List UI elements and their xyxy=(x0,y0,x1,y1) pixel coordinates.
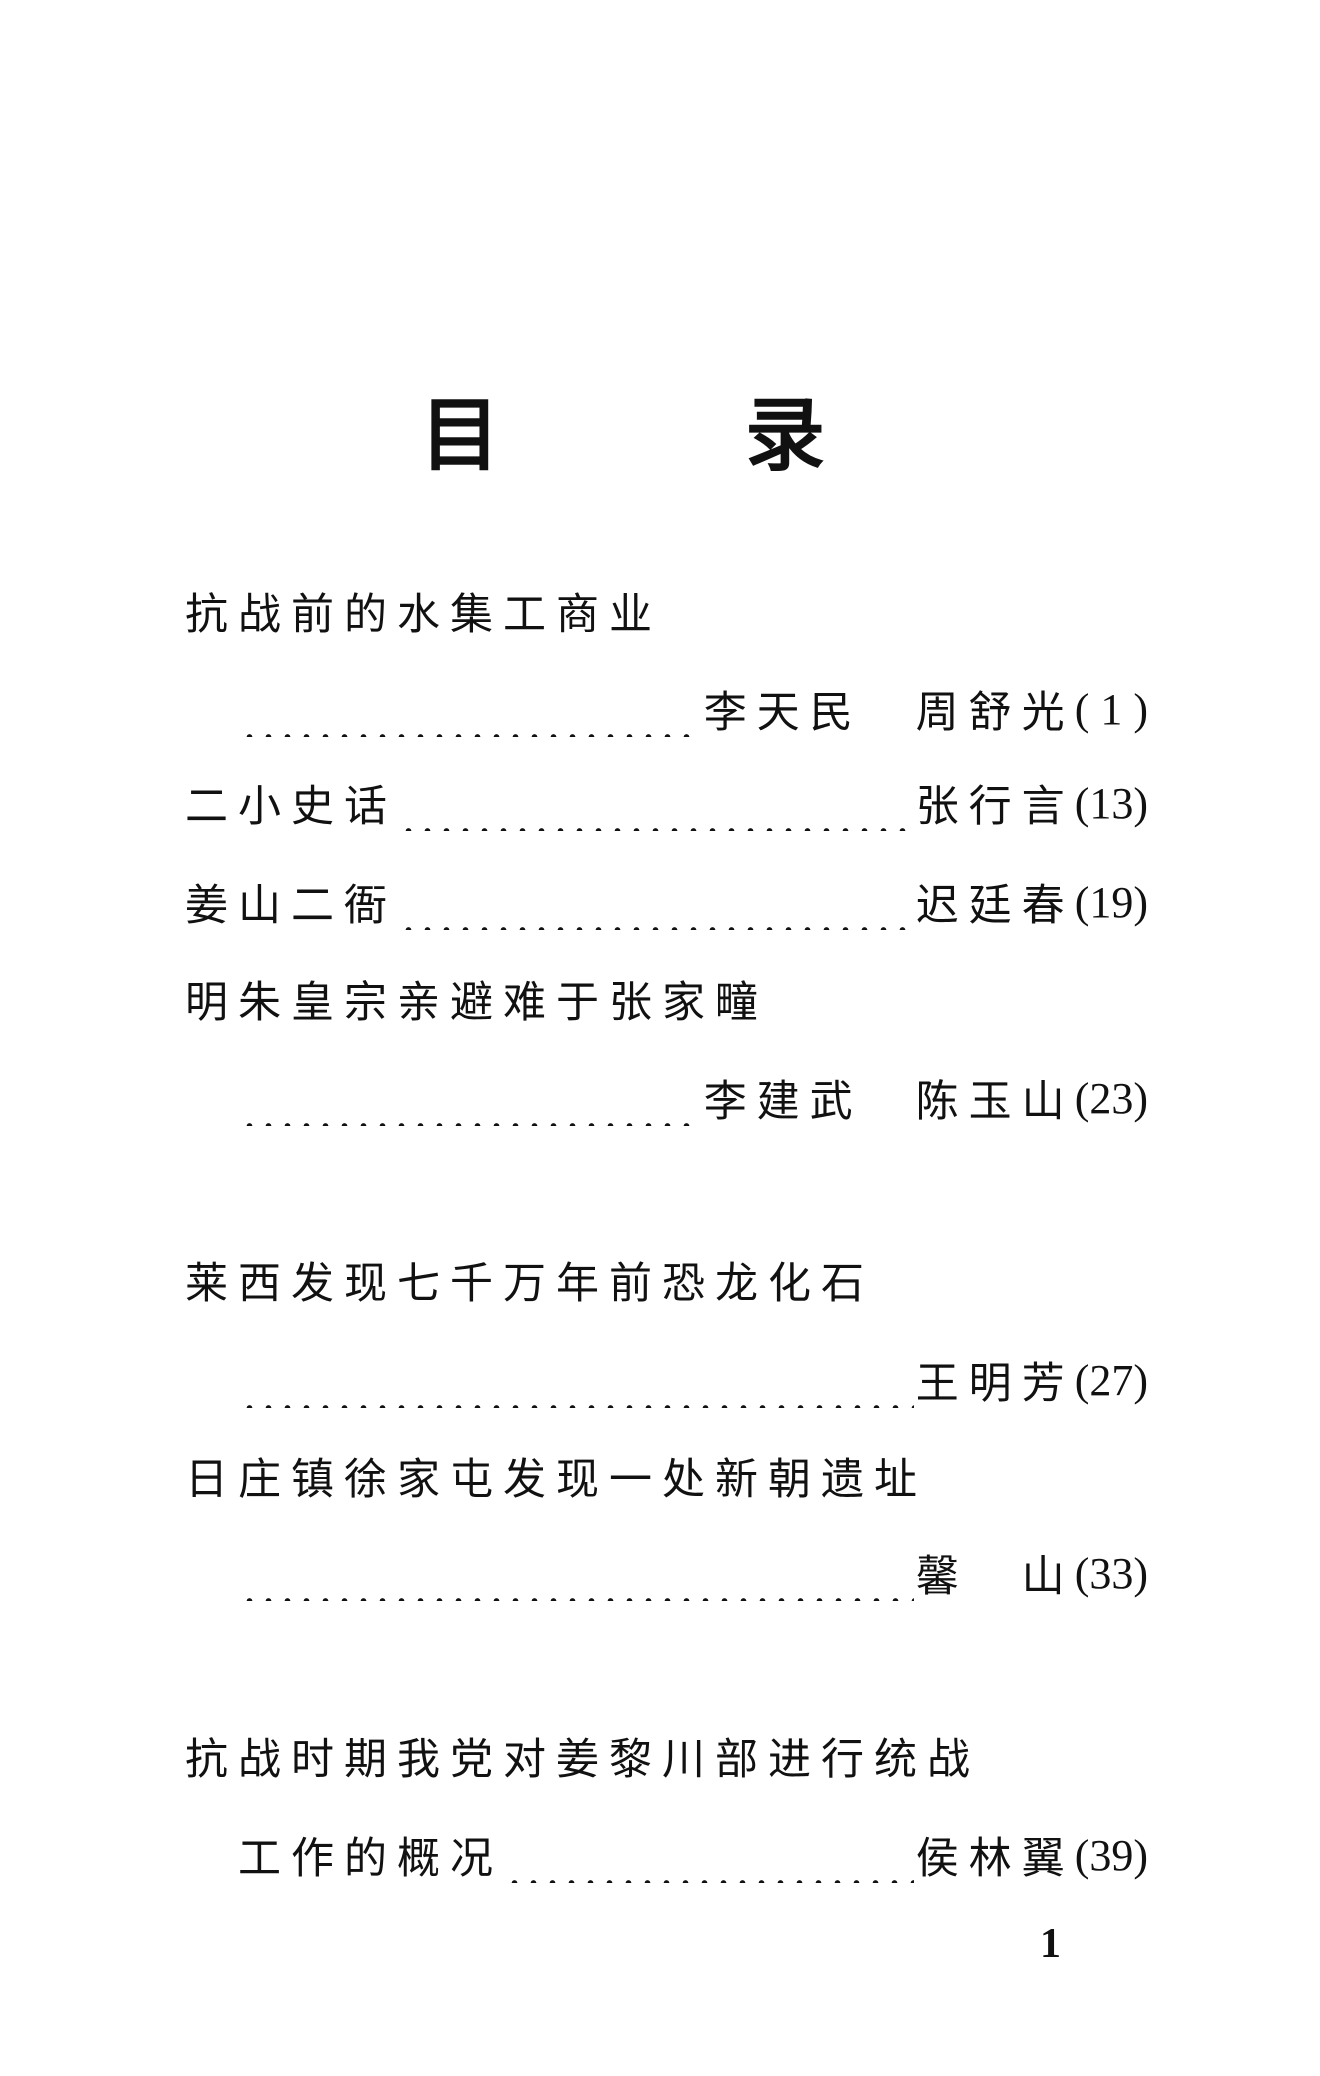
toc-entry: 二小史话 张行言 (13) xyxy=(185,775,1148,832)
entry-title: 莱西发现七千万年前恐龙化石 xyxy=(185,1259,874,1309)
toc-entry-title: 日庄镇徐家屯发现一处新朝遗址 xyxy=(185,1448,1148,1505)
entry-page: (33) xyxy=(1074,1548,1148,1598)
dot-leader xyxy=(399,874,914,930)
toc-entry-title: 抗战前的水集工商业 xyxy=(185,583,1148,640)
entry-title: 姜山二衙 xyxy=(185,881,397,931)
entry-title: 日庄镇徐家屯发现一处新朝遗址 xyxy=(185,1455,927,1505)
entry-page: (39) xyxy=(1074,1830,1148,1880)
entry-page: (19) xyxy=(1074,877,1148,927)
toc-entry-leader: 王明芳 (27) xyxy=(238,1352,1148,1409)
entry-title: 抗战前的水集工商业 xyxy=(185,590,662,640)
dot-leader xyxy=(240,681,702,737)
entry-page: (27) xyxy=(1074,1355,1148,1405)
toc-entry-leader: 工作的概况 侯林翼 (39) xyxy=(238,1827,1148,1884)
entry-author: 王明芳 xyxy=(915,1359,1075,1409)
entry-title: 二小史话 xyxy=(185,782,397,832)
entry-author: 李建武 陈玉山 xyxy=(703,1077,1075,1127)
entry-author: 李天民 周舒光 xyxy=(703,688,1075,738)
dot-leader xyxy=(240,1545,914,1601)
toc-entry-leader: 李天民 周舒光 ( 1 ) xyxy=(238,681,1148,738)
toc-entry-leader: 馨 山 (33) xyxy=(238,1545,1148,1602)
toc-heading-char-2: 录 xyxy=(745,388,825,482)
toc-entry-title: 抗战时期我党对姜黎川部进行统战 xyxy=(185,1728,1148,1785)
entry-page: (23) xyxy=(1074,1073,1148,1123)
entry-title-continued: 工作的概况 xyxy=(238,1834,503,1884)
entry-page: ( 1 ) xyxy=(1074,684,1148,734)
dot-leader xyxy=(240,1070,702,1126)
entry-title: 明朱皇宗亲避难于张家疃 xyxy=(185,978,768,1028)
entry-title: 抗战时期我党对姜黎川部进行统战 xyxy=(185,1735,980,1785)
toc-entry-title: 明朱皇宗亲避难于张家疃 xyxy=(185,971,1148,1028)
entry-author: 张行言 xyxy=(915,782,1075,832)
entry-author: 迟廷春 xyxy=(915,881,1075,931)
toc-heading-char-1: 目 xyxy=(420,388,500,482)
entry-page: (13) xyxy=(1074,778,1148,828)
toc-entry-leader: 李建武 陈玉山 (23) xyxy=(238,1070,1148,1127)
dot-leader xyxy=(505,1827,914,1883)
toc-entry: 姜山二衙 迟廷春 (19) xyxy=(185,874,1148,931)
page-number: 1 xyxy=(1040,1921,1061,1967)
entry-author: 馨 山 xyxy=(915,1552,1075,1602)
dot-leader xyxy=(399,775,914,831)
entry-author: 侯林翼 xyxy=(915,1834,1075,1884)
dot-leader xyxy=(240,1352,914,1408)
toc-entry-title: 莱西发现七千万年前恐龙化石 xyxy=(185,1252,1148,1309)
